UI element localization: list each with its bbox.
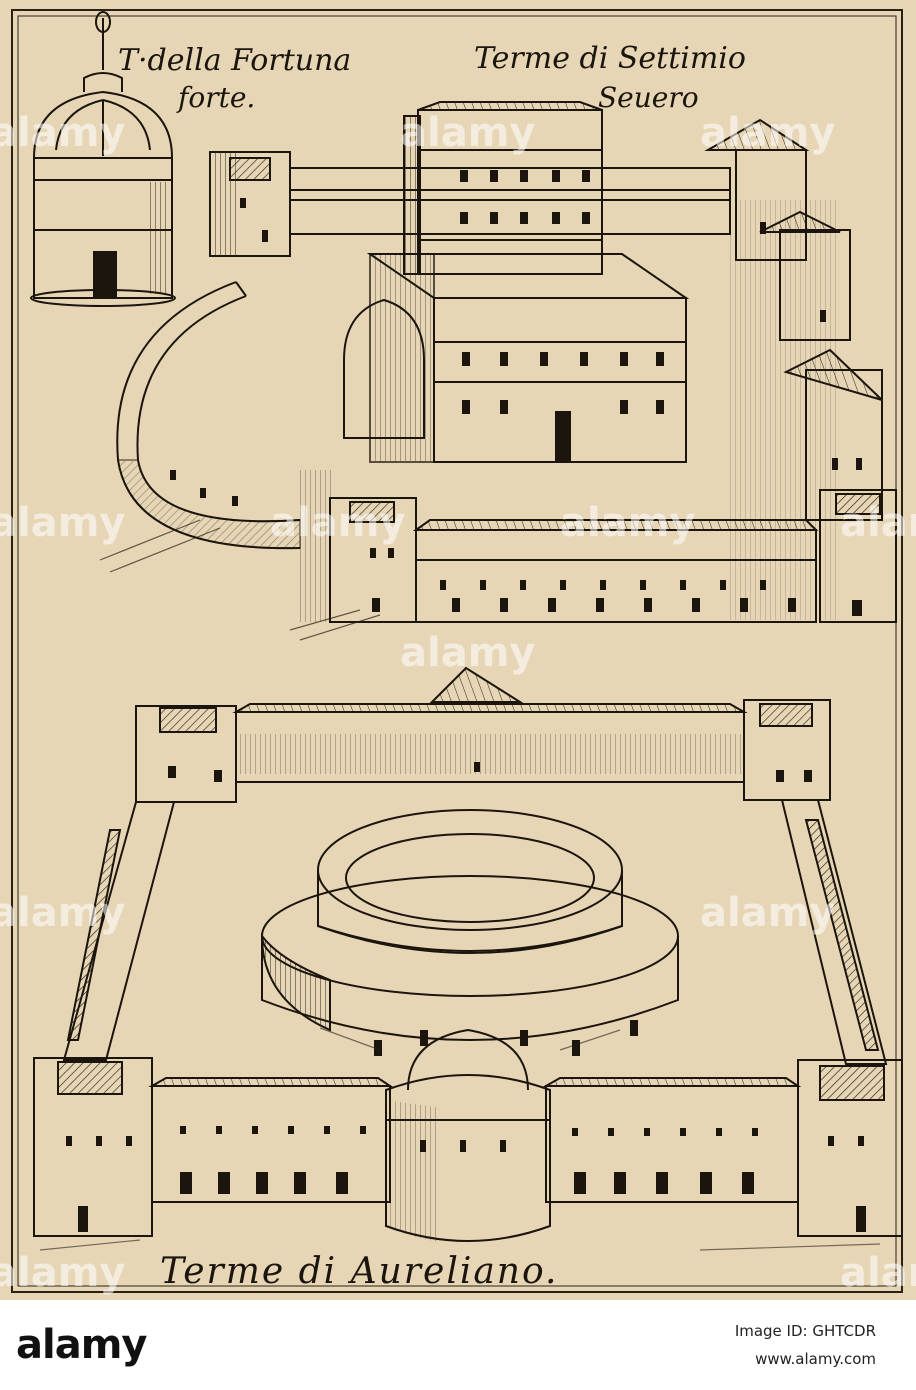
- engraving-illustration: [11, 9, 903, 1293]
- caption-severo: Seuero: [598, 81, 699, 114]
- caption-terme-aureliano: Terme di Aureliano.: [160, 1251, 559, 1292]
- engraving-plate: T·della Fortuna forte. Terme di Settimio…: [0, 0, 916, 1300]
- watermark: alamy: [0, 110, 126, 156]
- watermark: alamy: [840, 1250, 916, 1296]
- watermark: alamy: [700, 890, 836, 936]
- alamy-logo: alamy: [16, 1322, 147, 1368]
- image-id: Image ID: GHTCDR: [734, 1322, 876, 1340]
- caption-terme-settimio: Terme di Settimio: [474, 41, 746, 76]
- watermark: alamy: [0, 1250, 126, 1296]
- caption-forte: forte.: [178, 81, 256, 114]
- watermark: alamy: [700, 110, 836, 156]
- footer-bar: alamy Image ID: GHTCDR www.alamy.com: [0, 1300, 916, 1390]
- watermark: alamy: [0, 890, 126, 936]
- watermark: alamy: [560, 500, 696, 546]
- watermark: alamy: [400, 630, 536, 676]
- watermark: alamy: [270, 500, 406, 546]
- watermark: alamy: [0, 500, 126, 546]
- caption-temple-fortuna: T·della Fortuna: [118, 43, 352, 78]
- site-url: www.alamy.com: [755, 1350, 876, 1368]
- watermark: alamy: [400, 110, 536, 156]
- watermark: alamy: [840, 500, 916, 546]
